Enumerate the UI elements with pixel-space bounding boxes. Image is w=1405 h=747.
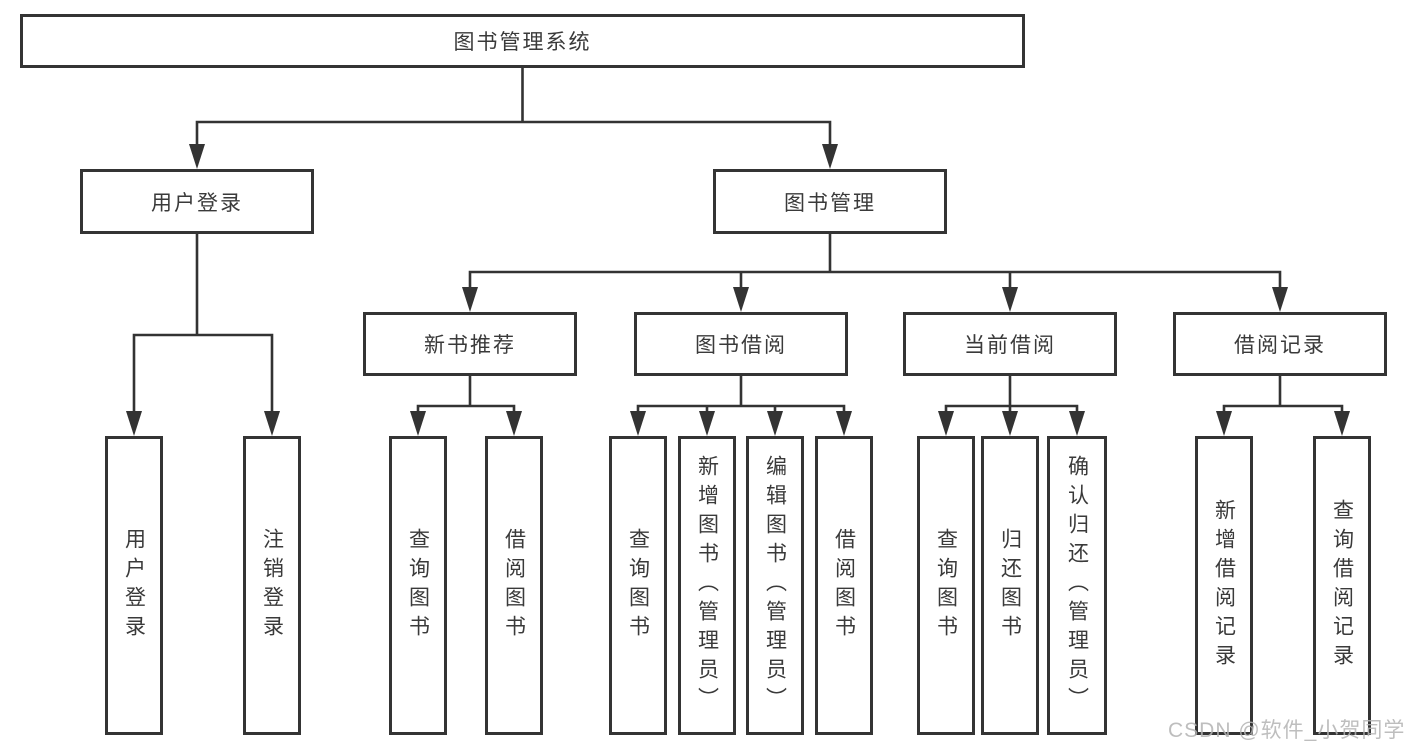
arrowhead bbox=[410, 411, 426, 436]
node-new-book-recommend: 新书推荐 bbox=[363, 312, 577, 376]
leaf-records-add-record: 新增借阅记录 bbox=[1195, 436, 1253, 735]
arrowhead bbox=[1272, 287, 1288, 312]
arrowhead bbox=[1002, 411, 1018, 436]
connector-user-login-branch bbox=[126, 232, 280, 436]
node-book-borrow: 图书借阅 bbox=[634, 312, 848, 376]
csdn-watermark: CSDN @软件_小贺同学 bbox=[1168, 719, 1405, 742]
node-borrow-records: 借阅记录 bbox=[1173, 312, 1387, 376]
leaf-label: 新增借阅记录 bbox=[1212, 498, 1236, 673]
leaf-current-return-books: 归还图书 bbox=[981, 436, 1039, 735]
arrowhead bbox=[126, 411, 142, 436]
arrowhead bbox=[822, 144, 838, 169]
connector-current-borrow-branch bbox=[938, 374, 1085, 436]
leaf-user-login: 用户登录 bbox=[105, 436, 163, 735]
leaf-label: 借阅图书 bbox=[502, 527, 526, 644]
node-label: 借阅记录 bbox=[1234, 334, 1326, 357]
connector-book-borrow-branch bbox=[630, 374, 852, 436]
leaf-label: 注销登录 bbox=[260, 527, 284, 644]
node-root-book-management-system: 图书管理系统 bbox=[20, 14, 1025, 68]
connector-new-book-recommend-branch bbox=[410, 374, 522, 436]
leaf-label: 查询图书 bbox=[406, 527, 430, 644]
leaf-label: 新增图书（管理员） bbox=[695, 455, 719, 716]
node-current-borrow: 当前借阅 bbox=[903, 312, 1117, 376]
node-book-management: 图书管理 bbox=[713, 169, 947, 234]
arrowhead bbox=[1002, 287, 1018, 312]
node-user-login: 用户登录 bbox=[80, 169, 314, 234]
arrowhead bbox=[630, 411, 646, 436]
node-label: 图书借阅 bbox=[695, 334, 787, 357]
leaf-current-query-books: 查询图书 bbox=[917, 436, 975, 735]
node-label: 图书管理系统 bbox=[453, 31, 592, 54]
node-label: 新书推荐 bbox=[424, 334, 516, 357]
connector-book-management-branch bbox=[462, 232, 1288, 312]
leaf-label: 查询图书 bbox=[934, 527, 958, 644]
leaf-newbook-borrow-books: 借阅图书 bbox=[485, 436, 543, 735]
connector-root-to-level2 bbox=[189, 66, 838, 169]
leaf-label: 用户登录 bbox=[122, 527, 146, 644]
arrowhead bbox=[506, 411, 522, 436]
connector-borrow-records-branch bbox=[1216, 374, 1350, 436]
arrowhead bbox=[1069, 411, 1085, 436]
leaf-label: 编辑图书（管理员） bbox=[763, 455, 787, 716]
arrowhead bbox=[938, 411, 954, 436]
arrowhead bbox=[699, 411, 715, 436]
arrowhead bbox=[264, 411, 280, 436]
arrowhead bbox=[1216, 411, 1232, 436]
leaf-label: 确认归还（管理员） bbox=[1065, 455, 1089, 716]
arrowhead bbox=[733, 287, 749, 312]
node-label: 用户登录 bbox=[151, 191, 243, 215]
node-label: 当前借阅 bbox=[964, 334, 1056, 357]
arrowhead bbox=[189, 144, 205, 169]
leaf-logout: 注销登录 bbox=[243, 436, 301, 735]
leaf-label: 归还图书 bbox=[998, 527, 1022, 644]
leaf-records-query-record: 查询借阅记录 bbox=[1313, 436, 1371, 735]
arrowhead bbox=[767, 411, 783, 436]
leaf-borrow-borrow-books: 借阅图书 bbox=[815, 436, 873, 735]
leaf-current-confirm-return-admin: 确认归还（管理员） bbox=[1047, 436, 1107, 735]
leaf-borrow-edit-books-admin: 编辑图书（管理员） bbox=[746, 436, 804, 735]
leaf-newbook-query-books: 查询图书 bbox=[389, 436, 447, 735]
leaf-label: 查询图书 bbox=[626, 527, 650, 644]
arrowhead bbox=[1334, 411, 1350, 436]
leaf-borrow-add-books-admin: 新增图书（管理员） bbox=[678, 436, 736, 735]
leaf-label: 查询借阅记录 bbox=[1330, 498, 1354, 673]
leaf-label: 借阅图书 bbox=[832, 527, 856, 644]
arrowhead bbox=[462, 287, 478, 312]
arrowhead bbox=[836, 411, 852, 436]
leaf-borrow-query-books: 查询图书 bbox=[609, 436, 667, 735]
node-label: 图书管理 bbox=[784, 191, 876, 215]
